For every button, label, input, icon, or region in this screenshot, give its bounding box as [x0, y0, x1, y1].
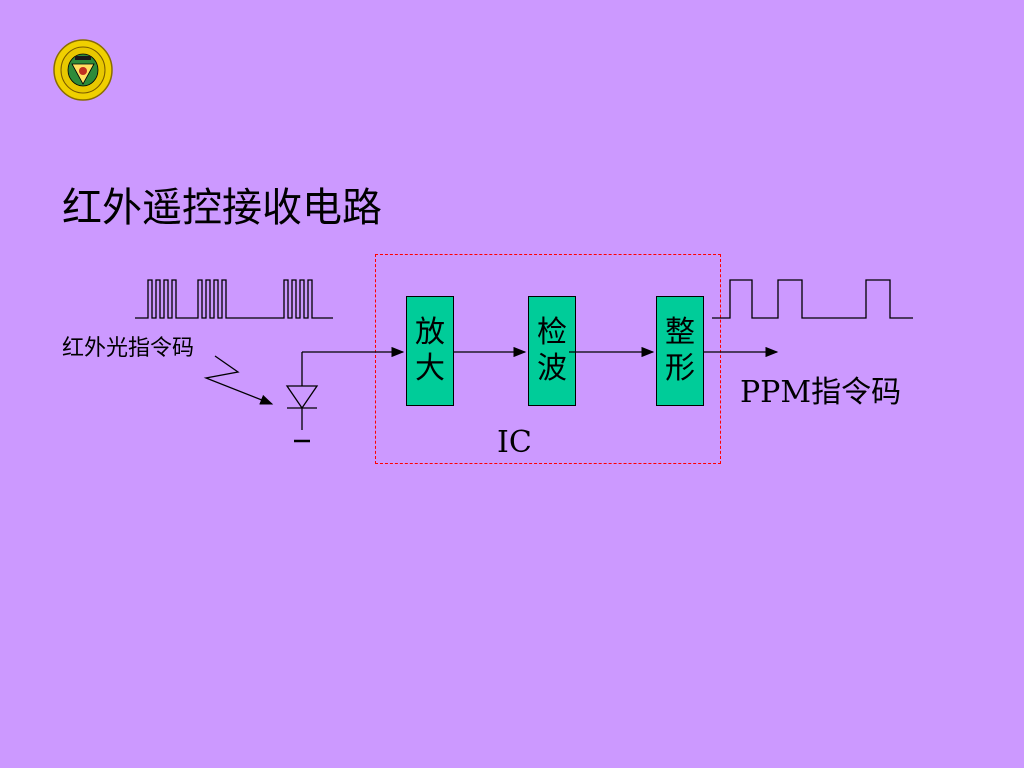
- ic-label: IC: [497, 425, 532, 460]
- shape-block: 整 形: [656, 296, 704, 406]
- output-label: PPM指令码: [740, 375, 902, 410]
- amplify-char-2: 大: [415, 351, 445, 386]
- shape-char-1: 整: [665, 315, 695, 350]
- ic-boundary: [375, 254, 721, 464]
- detect-char-1: 检: [537, 315, 567, 350]
- emblem-logo: [53, 39, 113, 101]
- detect-block: 检 波: [528, 296, 576, 406]
- slide-title: 红外遥控接收电路: [62, 185, 382, 231]
- amplify-block: 放 大: [406, 296, 454, 406]
- photodiode-icon: [285, 352, 319, 443]
- lightning-arrow-icon: [203, 355, 274, 405]
- shape-char-2: 形: [665, 351, 695, 386]
- output-pulse-waveform: [712, 279, 913, 319]
- amplify-char-1: 放: [415, 315, 445, 350]
- input-pulse-waveform: [135, 279, 333, 319]
- input-label: 红外光指令码: [62, 336, 195, 361]
- detect-char-2: 波: [537, 351, 567, 386]
